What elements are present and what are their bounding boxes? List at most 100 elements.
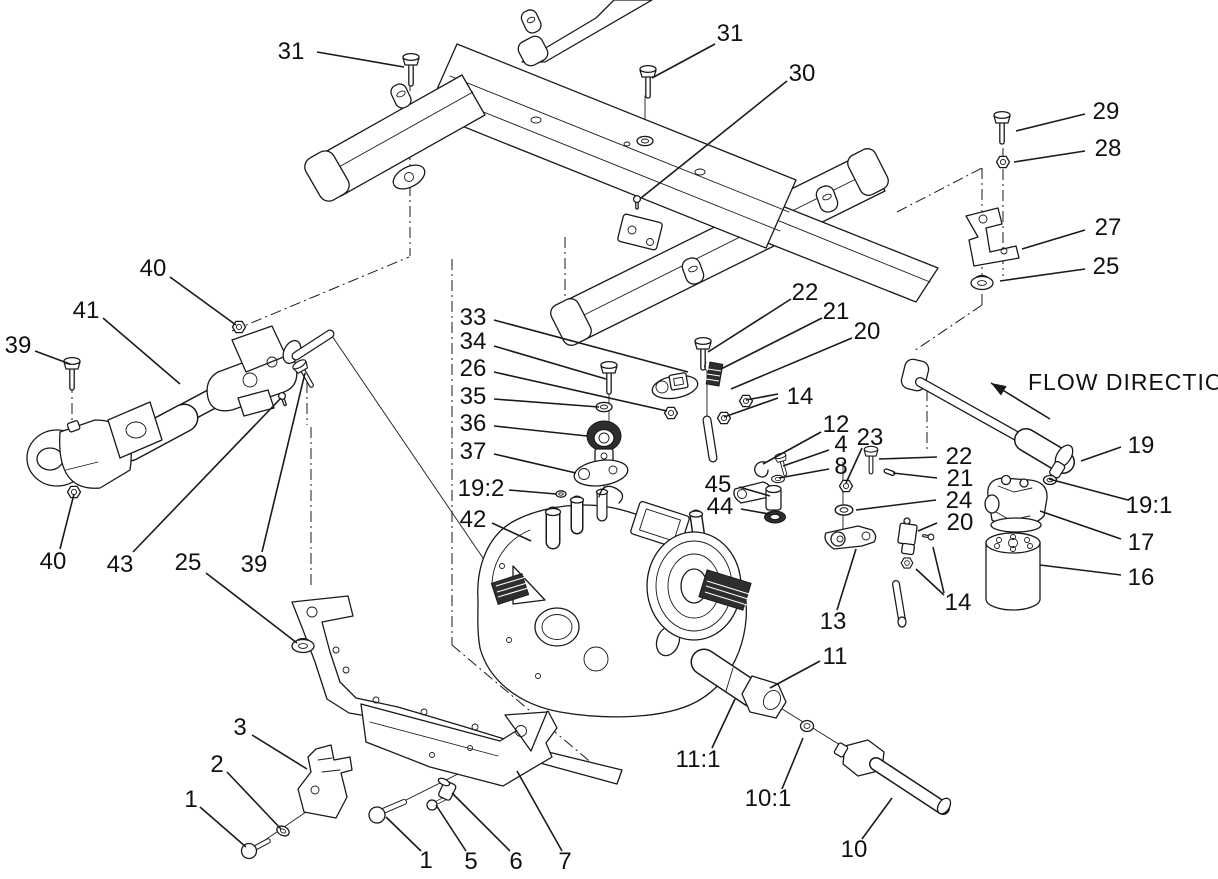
callout-33: 33 [460,304,487,331]
leader-line [251,734,308,770]
leader-line [516,770,563,852]
callout-37: 37 [460,438,487,465]
callout-44: 44 [707,493,734,520]
callout-31: 31 [278,38,305,65]
callout-19: 19 [1128,432,1155,459]
leader-line [762,431,822,465]
leader-line [730,337,853,390]
callout-6: 6 [509,848,522,875]
callout-45: 45 [705,471,732,498]
callout-4: 4 [834,431,847,458]
callout-34: 34 [460,328,487,355]
callout-35: 35 [460,383,487,410]
leader-line [1039,564,1122,576]
callout-36: 36 [460,410,487,437]
fasteners [63,52,1020,654]
callout-19:1: 19:1 [1126,492,1173,519]
leader-line [493,425,588,437]
leader-line [778,468,830,479]
callout-29: 29 [1093,98,1120,125]
leader-line [720,317,823,370]
callout-7: 7 [558,848,571,875]
leader-line [845,447,863,484]
flow-direction-arrowhead [991,383,1007,396]
frame-weldment [304,0,939,346]
callout-1: 1 [419,847,432,874]
leader-line [493,453,577,474]
leader-line [781,737,804,790]
flow-direction-label: FLOW DIRECTION [1028,369,1218,395]
leader-line [861,797,893,840]
leader-line [651,43,716,79]
callout-8: 8 [834,453,847,480]
callout-20: 20 [947,509,974,536]
leader-line [1048,478,1129,501]
leader-line [769,660,821,689]
leader-line [493,371,668,412]
callout-28: 28 [1095,135,1122,162]
callout-19:2: 19:2 [458,475,505,502]
callout-13: 13 [820,608,847,635]
callout-43: 43 [107,551,134,578]
leader-line [917,522,938,532]
callout-11:1: 11:1 [676,746,721,773]
leader-line [745,393,779,401]
callout-17: 17 [1128,529,1155,556]
leader-line [132,397,282,553]
callout-23: 23 [857,424,884,451]
callout-2: 2 [210,751,223,778]
callout-11: 11 [823,643,848,670]
leader-line [451,792,511,852]
leader-line [316,51,405,68]
leader-line [1039,510,1122,540]
callout-21: 21 [823,298,850,325]
callout-30: 30 [789,60,816,87]
leader-line [169,276,237,326]
leader-line [199,806,247,848]
hose-assembly [900,358,1075,479]
callout-22: 22 [792,279,819,306]
leader-line [782,449,830,467]
callout-14: 14 [787,383,814,410]
callout-5: 5 [464,848,477,875]
callout-1: 1 [184,786,197,813]
callout-12: 12 [823,411,850,438]
leader-line [892,472,938,479]
callout-27: 27 [1095,214,1122,241]
leader-line [493,398,600,408]
leader-line [59,493,75,550]
leader-line [1015,113,1086,132]
leader-line [711,698,736,749]
hydro-pump [477,485,752,718]
idler-bracket [297,744,353,819]
callout-40: 40 [140,255,167,282]
leader-line [493,345,607,380]
callout-21: 21 [947,465,974,492]
leader-line [491,522,532,542]
leader-line [102,317,181,385]
callout-41: 41 [73,297,100,324]
leader-line [723,397,779,418]
leader-line [1013,150,1086,163]
callout-10:1: 10:1 [745,785,792,812]
leader-line [508,489,557,495]
callout-25: 25 [1093,253,1120,280]
hydraulic-fittings [690,648,952,815]
control-linkage [555,336,935,628]
hold-down-bracket [965,207,1020,267]
callout-14: 14 [945,589,972,616]
callout-42: 42 [460,506,487,533]
driveshaft-assembly [26,325,335,489]
callout-24: 24 [946,487,973,514]
leader-line [707,298,792,353]
callout-16: 16 [1128,564,1155,591]
callout-31: 31 [717,20,744,47]
callout-3: 3 [233,714,246,741]
leader-line [640,80,788,199]
callout-40: 40 [40,548,67,575]
leader-line [493,319,689,373]
callout-10: 10 [841,836,868,863]
